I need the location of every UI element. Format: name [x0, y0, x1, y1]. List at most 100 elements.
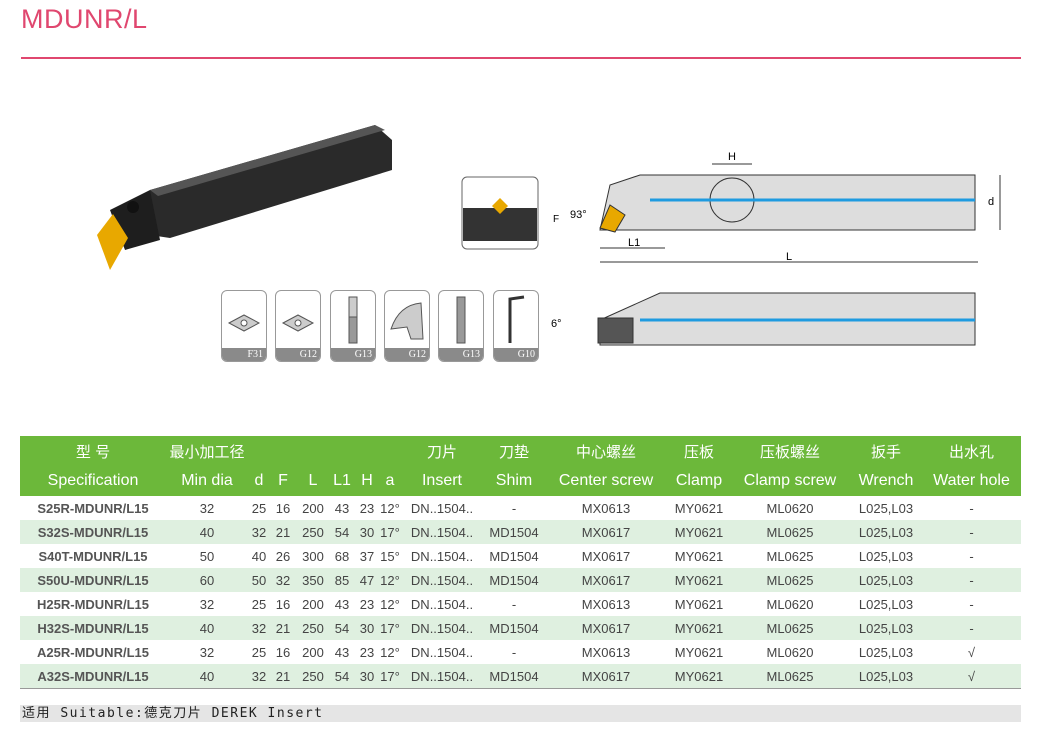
table-cell: - — [922, 616, 1021, 640]
column-header: 中心螺丝 — [544, 436, 668, 466]
table-cell: 200 — [302, 500, 324, 516]
table-cell: S40T-MDUNR/L15 — [38, 548, 148, 564]
table-cell: ML0625 — [730, 616, 850, 640]
dim-angle: 93° — [570, 209, 587, 221]
side-view-drawing — [597, 292, 976, 346]
column-header: Clamp screw — [730, 466, 850, 496]
table-cell: 32 — [270, 568, 296, 592]
column-header: Water hole — [922, 466, 1021, 496]
footer-note: 适用 Suitable:德克刀片 DEREK Insert — [20, 705, 1021, 722]
table-cell: 40 — [166, 664, 248, 689]
table-cell: ML0620 — [766, 644, 814, 660]
table-cell: - — [922, 568, 1021, 592]
table-cell: L025,L03 — [858, 596, 914, 612]
table-cell: L025,L03 — [850, 520, 922, 544]
table-cell: 54 — [330, 616, 354, 640]
header-row: 型 号最小加工径刀片刀垫中心螺丝压板压板螺丝扳手出水孔 — [20, 436, 1021, 466]
table-cell: 12° — [380, 500, 400, 516]
table-cell: MX0617 — [544, 664, 668, 689]
table-cell: 17° — [380, 616, 400, 640]
table-cell: 43 — [334, 644, 350, 660]
table-cell: MY0621 — [668, 568, 730, 592]
table-cell: 26 — [275, 548, 291, 564]
table-cell: DN..1504.. — [400, 616, 484, 640]
table-cell: 350 — [296, 568, 330, 592]
column-header: 最小加工径 — [166, 436, 248, 466]
table-cell: L025,L03 — [850, 616, 922, 640]
column-header: Specification — [20, 466, 166, 496]
table-cell: 43 — [334, 596, 350, 612]
column-header — [380, 436, 400, 466]
table-cell: MX0613 — [581, 596, 631, 612]
column-header: 压板螺丝 — [730, 436, 850, 466]
column-header: Wrench — [850, 466, 922, 496]
part-code: G13 — [331, 348, 375, 361]
table-cell: 37 — [359, 548, 375, 564]
title-divider — [21, 57, 1021, 59]
column-header: Min dia — [166, 466, 248, 496]
part-code: G13 — [439, 348, 483, 361]
table-cell: 30 — [354, 616, 380, 640]
table-cell: √ — [967, 644, 976, 660]
column-header — [296, 436, 330, 466]
table-cell: 25 — [251, 500, 267, 516]
part-insert: F31 — [221, 290, 267, 362]
table-cell: ML0625 — [730, 568, 850, 592]
table-cell: MD1504 — [484, 520, 544, 544]
part-clamp: G12 — [384, 290, 430, 362]
column-header — [330, 436, 354, 466]
table-cell: DN..1504.. — [410, 500, 474, 516]
table-cell: 32 — [199, 644, 215, 660]
table-cell: A25R-MDUNR/L15 — [37, 644, 149, 660]
table-cell: DN..1504.. — [410, 644, 474, 660]
table-cell: DN..1504.. — [410, 548, 474, 564]
column-header: 刀片 — [400, 436, 484, 466]
table-cell: 23 — [359, 596, 375, 612]
top-view-drawing — [599, 163, 1001, 263]
table-cell: 200 — [302, 596, 324, 612]
table-cell: 12° — [380, 644, 400, 660]
column-header — [270, 436, 296, 466]
table-cell: 16 — [275, 500, 291, 516]
table-cell: DN..1504.. — [400, 520, 484, 544]
tool-holder-photo — [97, 125, 392, 270]
column-header: L1 — [330, 466, 354, 496]
table-cell: 85 — [330, 568, 354, 592]
column-header: Clamp — [668, 466, 730, 496]
table-cell: 30 — [354, 664, 380, 689]
column-header: 扳手 — [850, 436, 922, 466]
table-cell: 16 — [275, 644, 291, 660]
table-cell: L025,L03 — [858, 548, 914, 564]
table-cell: - — [511, 500, 517, 516]
column-header — [354, 436, 380, 466]
part-code: G10 — [494, 348, 538, 361]
table-cell: 25 — [251, 644, 267, 660]
dim-L: L — [786, 251, 792, 263]
table-cell: 250 — [296, 664, 330, 689]
table-cell: MX0617 — [544, 568, 668, 592]
table-cell: ML0620 — [766, 500, 814, 516]
table-cell: MX0617 — [544, 616, 668, 640]
part-center-screw: G13 — [330, 290, 376, 362]
column-header: 型 号 — [20, 436, 166, 466]
column-header: Insert — [400, 466, 484, 496]
column-header: Shim — [484, 466, 544, 496]
table-cell: ML0625 — [766, 548, 814, 564]
part-code: F31 — [222, 348, 266, 361]
footer-text: 适用 Suitable:德克刀片 DEREK Insert — [22, 706, 324, 721]
table-cell: 40 — [251, 548, 267, 564]
table-cell: 43 — [334, 500, 350, 516]
dim-d: d — [988, 196, 994, 208]
table-cell: A32S-MDUNR/L15 — [20, 664, 166, 689]
table-cell: 32 — [199, 596, 215, 612]
part-code: G12 — [385, 348, 429, 361]
dim-H: H — [728, 151, 736, 163]
table-cell: 40 — [166, 520, 248, 544]
table-cell: 50 — [248, 568, 270, 592]
